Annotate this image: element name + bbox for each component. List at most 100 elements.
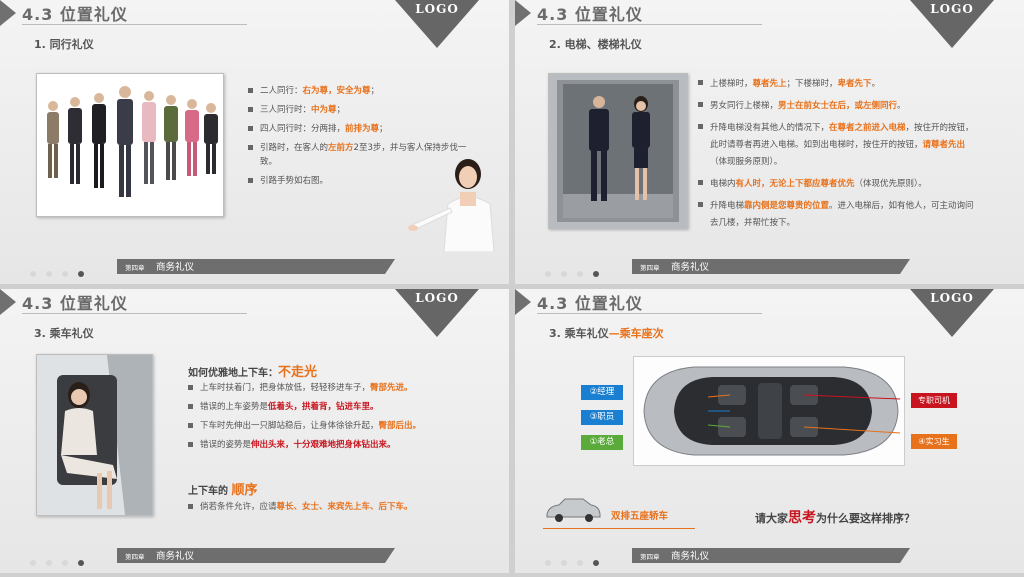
pager-dot-active[interactable]	[78, 271, 84, 277]
section-title: 4.3 位置礼仪	[537, 294, 643, 313]
header-divider	[537, 313, 762, 314]
list-item: 三人同行时：中为尊；	[248, 103, 468, 117]
header-divider	[22, 24, 247, 25]
slide-subtitle: 1. 同行礼仪	[34, 38, 94, 51]
list-item: 四人同行时：分两排，前排为尊；	[248, 122, 468, 136]
slide-subtitle: 3. 乘车礼仪—乘车座次	[549, 327, 664, 340]
group-walking-photo	[36, 73, 224, 217]
car-seating-diagram	[633, 356, 905, 466]
list-item: 升降电梯靠内侧是您尊贵的位置。进入电梯后，如有他人，可主动询问去几楼，并帮忙按下…	[698, 198, 978, 232]
pager-dot[interactable]	[62, 271, 68, 277]
footer-course: 商务礼仪	[156, 551, 195, 562]
list-item: 电梯内有人时，无论上下都应尊者优先（体现优先原则）。	[698, 176, 978, 193]
list-item: 引路时，在客人的左前方2至3步，并与客人保持步伐一致。	[248, 141, 468, 169]
list-item: 二人同行：右为尊，安全为尊；	[248, 84, 468, 98]
car-caption: 双排五座轿车	[611, 511, 669, 522]
discussion-question: 请大家思考为什么要这样排序？	[755, 510, 915, 526]
footer-course: 商务礼仪	[671, 262, 710, 273]
elevator-image	[549, 74, 687, 228]
pager-dot[interactable]	[545, 560, 551, 566]
list-item: 错误的上车姿势是低着头，拱着背，钻进车里。	[188, 400, 478, 414]
slide-subtitle: 3. 乘车礼仪	[34, 327, 94, 340]
pager-dot[interactable]	[30, 560, 36, 566]
header-arrow-icon	[0, 289, 16, 315]
slide-walking-etiquette[interactable]: 4.3 位置礼仪 LOGO 1. 同行礼仪 二人同行：右为	[0, 0, 509, 284]
caption-underline	[543, 528, 695, 529]
header-divider	[22, 313, 247, 314]
footer-course: 商务礼仪	[671, 551, 710, 562]
logo-badge	[910, 289, 994, 337]
logo: LOGO	[930, 291, 974, 305]
order-rules-list: 倘若条件允许，应请尊长、女士、来宾先上车、后下车。	[188, 500, 478, 519]
footer-chapter: 第四章	[640, 553, 660, 561]
pager-dot[interactable]	[577, 560, 583, 566]
woman-in-car-image	[37, 355, 152, 515]
slide-elevator-etiquette[interactable]: 4.3 位置礼仪 LOGO 2. 电梯、楼梯礼仪 上楼梯时，尊者先上；下楼梯时，…	[515, 0, 1024, 284]
logo: LOGO	[415, 2, 459, 16]
sedan-icon	[546, 498, 601, 522]
footer-bar	[632, 259, 910, 274]
pager-dots	[30, 262, 94, 281]
pager-dots	[30, 551, 94, 570]
footer-bar	[117, 259, 395, 274]
pager-dot[interactable]	[577, 271, 583, 277]
pager-dots	[545, 551, 609, 570]
footer-course: 商务礼仪	[156, 262, 195, 273]
logo: LOGO	[415, 291, 459, 305]
section-title: 4.3 位置礼仪	[22, 5, 128, 24]
logo: LOGO	[930, 2, 974, 16]
logo-badge	[395, 289, 479, 337]
footer-chapter: 第四章	[125, 553, 145, 561]
footer-bar	[632, 548, 910, 563]
guide-woman-image	[408, 159, 495, 252]
logo-badge	[395, 0, 479, 48]
footer-chapter: 第四章	[125, 264, 145, 272]
header-arrow-icon	[515, 0, 531, 26]
slide-car-seating[interactable]: 4.3 位置礼仪 LOGO 3. 乘车礼仪—乘车座次 ②经理 ③职员	[515, 289, 1024, 573]
pager-dot[interactable]	[62, 560, 68, 566]
list-item: 下车时先伸出一只脚站稳后，让身体徐徐升起，臀部后出。	[188, 419, 478, 433]
pager-dot-active[interactable]	[78, 560, 84, 566]
seat-label-driver: 专职司机	[911, 393, 957, 408]
pager-dot[interactable]	[30, 271, 36, 277]
header-arrow-icon	[0, 0, 16, 26]
header-divider	[537, 24, 762, 25]
list-item: 男女同行上楼梯，男士在前女士在后，或左侧同行。	[698, 98, 978, 115]
businesspeople-image	[37, 74, 223, 216]
entry-rules-list: 上车时扶着门，把身体放低，轻轻移进车子，臀部先进。 错误的上车姿势是低着头，拱着…	[188, 381, 478, 457]
list-item: 错误的姿势是伸出头来，十分艰难地把身体钻出来。	[188, 438, 478, 452]
seat-label-manager: ②经理	[581, 385, 623, 400]
seat-label-intern: ④实习生	[911, 434, 957, 449]
list-item: 上楼梯时，尊者先上；下楼梯时，卑者先下。	[698, 76, 978, 93]
footer-bar	[117, 548, 395, 563]
pager-dot[interactable]	[46, 271, 52, 277]
elevator-rules-list: 上楼梯时，尊者先上；下楼梯时，卑者先下。 男女同行上楼梯，男士在前女士在后，或左…	[698, 76, 978, 237]
logo-badge	[910, 0, 994, 48]
header-arrow-icon	[515, 289, 531, 315]
section-title: 4.3 位置礼仪	[537, 5, 643, 24]
elevator-photo	[548, 73, 688, 229]
seat-label-boss: ①老总	[581, 435, 623, 450]
pager-dot[interactable]	[545, 271, 551, 277]
list-item: 引路手势如右图。	[248, 174, 468, 188]
pager-dot[interactable]	[561, 560, 567, 566]
pager-dot-active[interactable]	[593, 560, 599, 566]
list-item: 上车时扶着门，把身体放低，轻轻移进车子，臀部先进。	[188, 381, 478, 395]
slide-subtitle: 2. 电梯、楼梯礼仪	[549, 38, 642, 51]
list-item: 升降电梯没有其他人的情况下，在尊者之前进入电梯，按住开的按钮，此时请尊者再进入电…	[698, 120, 978, 171]
order-heading: 上下车的 顺序	[188, 483, 258, 498]
car-entry-photo	[36, 354, 153, 516]
slide-car-etiquette[interactable]: 4.3 位置礼仪 LOGO 3. 乘车礼仪 如何优雅地上下车：不走光 上车时扶着…	[0, 289, 509, 573]
walking-rules-list: 二人同行：右为尊，安全为尊； 三人同行时：中为尊； 四人同行时：分两排，前排为尊…	[248, 84, 468, 193]
pager-dots	[545, 262, 609, 281]
pager-dot[interactable]	[46, 560, 52, 566]
car-topview-image	[643, 366, 901, 456]
list-item: 倘若条件允许，应请尊长、女士、来宾先上车、后下车。	[188, 500, 478, 514]
graceful-entry-heading: 如何优雅地上下车：不走光	[188, 365, 318, 380]
footer-chapter: 第四章	[640, 264, 660, 272]
section-title: 4.3 位置礼仪	[22, 294, 128, 313]
pager-dot[interactable]	[561, 271, 567, 277]
seat-label-staff: ③职员	[581, 410, 623, 425]
pager-dot-active[interactable]	[593, 271, 599, 277]
